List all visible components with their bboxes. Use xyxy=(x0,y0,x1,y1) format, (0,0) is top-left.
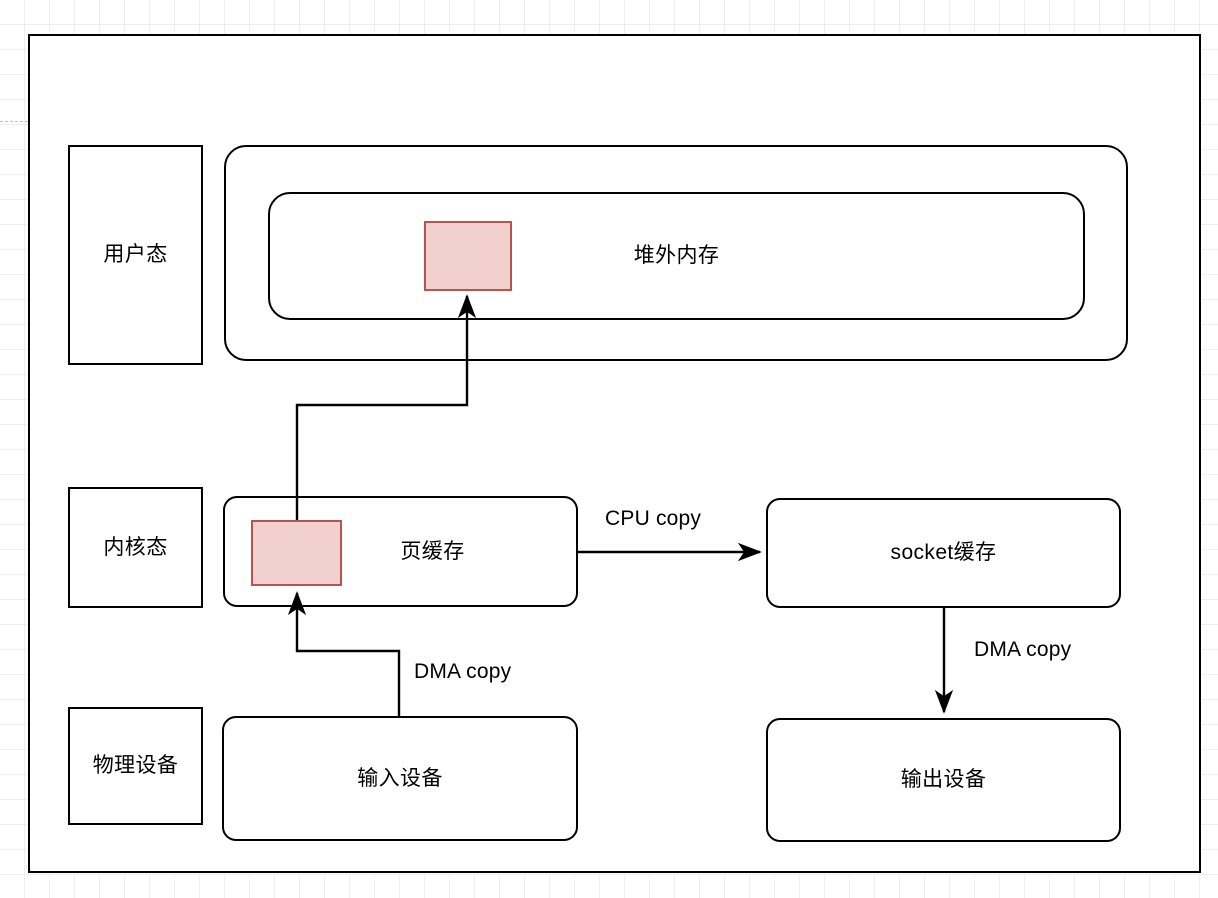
edge-label-cpu-copy: CPU copy xyxy=(605,507,702,530)
offheap-buffer-block[interactable] xyxy=(424,221,512,291)
edge-label-dma-copy-output: DMA copy xyxy=(974,638,1072,661)
edge-page-cache-to-offheap[interactable] xyxy=(295,294,477,520)
node-output-device[interactable]: 输出设备 xyxy=(766,718,1121,842)
page-cache-buffer-block[interactable] xyxy=(251,520,342,586)
edge-input-to-page-cache[interactable] xyxy=(287,591,401,716)
page-guide-line xyxy=(0,121,28,122)
user-mode-container[interactable] xyxy=(224,145,1128,361)
edge-label-dma-copy-input: DMA copy xyxy=(414,660,512,683)
